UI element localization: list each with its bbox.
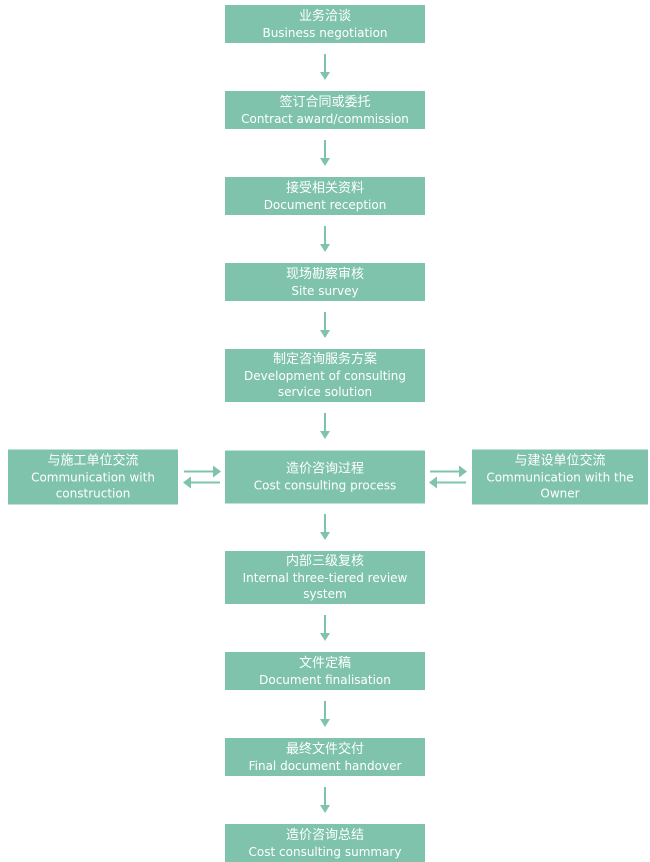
down-arrow-icon xyxy=(320,312,330,338)
step-label-en: Site survey xyxy=(291,283,359,298)
step-label-zh: 造价咨询过程 xyxy=(285,461,364,476)
side-box-construction: 与施工单位交流 Communication with construction xyxy=(8,449,178,504)
communication-row: 与施工单位交流 Communication with construction … xyxy=(0,449,650,504)
step-label-en: Cost consulting process xyxy=(253,478,397,492)
right-arrow-icon xyxy=(430,465,467,477)
step-label-zh: 文件定稿 xyxy=(298,655,351,671)
down-arrow-icon xyxy=(320,226,330,252)
side-label-zh: 与建设单位交流 xyxy=(514,453,606,468)
left-arrow-icon xyxy=(183,476,220,488)
step-label-en: Development of consulting service soluti… xyxy=(244,369,406,399)
step-label-zh: 现场勘察审核 xyxy=(285,266,364,282)
down-arrow-icon xyxy=(320,701,330,727)
step-consulting-summary: 造价咨询总结 Cost consulting summary xyxy=(225,824,425,862)
step-final-handover: 最终文件交付 Final document handover xyxy=(225,738,425,776)
side-label-zh: 与施工单位交流 xyxy=(47,453,139,468)
step-label-en: Document reception xyxy=(263,197,387,212)
step-contract-award: 签订合同或委托 Contract award/commission xyxy=(225,91,425,129)
bidirectional-arrows-left xyxy=(183,465,221,488)
down-arrow-icon xyxy=(320,140,330,166)
down-arrow-icon xyxy=(320,514,330,540)
step-internal-review: 内部三级复核 Internal three-tiered review syst… xyxy=(225,551,425,604)
step-label-zh: 业务洽谈 xyxy=(298,8,351,24)
step-site-survey: 现场勘察审核 Site survey xyxy=(225,263,425,301)
step-cost-consulting-process: 造价咨询过程 Cost consulting process xyxy=(225,450,425,503)
side-label-en: Communication with construction xyxy=(31,470,155,500)
step-label-en: Cost consulting summary xyxy=(248,844,402,859)
step-label-en: Contract award/commission xyxy=(241,111,409,126)
side-label-en: Communication with the Owner xyxy=(486,470,634,500)
step-document-finalisation: 文件定稿 Document finalisation xyxy=(225,652,425,690)
side-box-owner: 与建设单位交流 Communication with the Owner xyxy=(472,449,648,504)
step-consulting-solution: 制定咨询服务方案 Development of consulting servi… xyxy=(225,349,425,402)
step-label-en: Document finalisation xyxy=(259,672,391,687)
step-document-reception: 接受相关资料 Document reception xyxy=(225,177,425,215)
step-label-zh: 制定咨询服务方案 xyxy=(272,352,377,367)
down-arrow-icon xyxy=(320,787,330,813)
step-label-zh: 造价咨询总结 xyxy=(285,827,364,843)
step-label-zh: 接受相关资料 xyxy=(285,180,364,196)
step-label-en: Internal three-tiered review system xyxy=(242,571,408,601)
right-arrow-icon xyxy=(184,465,221,477)
left-arrow-icon xyxy=(429,476,466,488)
step-label-en: Business negotiation xyxy=(262,25,388,40)
step-label-zh: 内部三级复核 xyxy=(285,554,364,569)
step-label-zh: 签订合同或委托 xyxy=(279,94,371,110)
down-arrow-icon xyxy=(320,615,330,641)
down-arrow-icon xyxy=(320,54,330,80)
down-arrow-icon xyxy=(320,413,330,439)
step-business-negotiation: 业务洽谈 Business negotiation xyxy=(225,5,425,43)
step-label-zh: 最终文件交付 xyxy=(285,741,364,757)
bidirectional-arrows-right xyxy=(429,465,467,488)
step-label-en: Final document handover xyxy=(248,758,402,773)
